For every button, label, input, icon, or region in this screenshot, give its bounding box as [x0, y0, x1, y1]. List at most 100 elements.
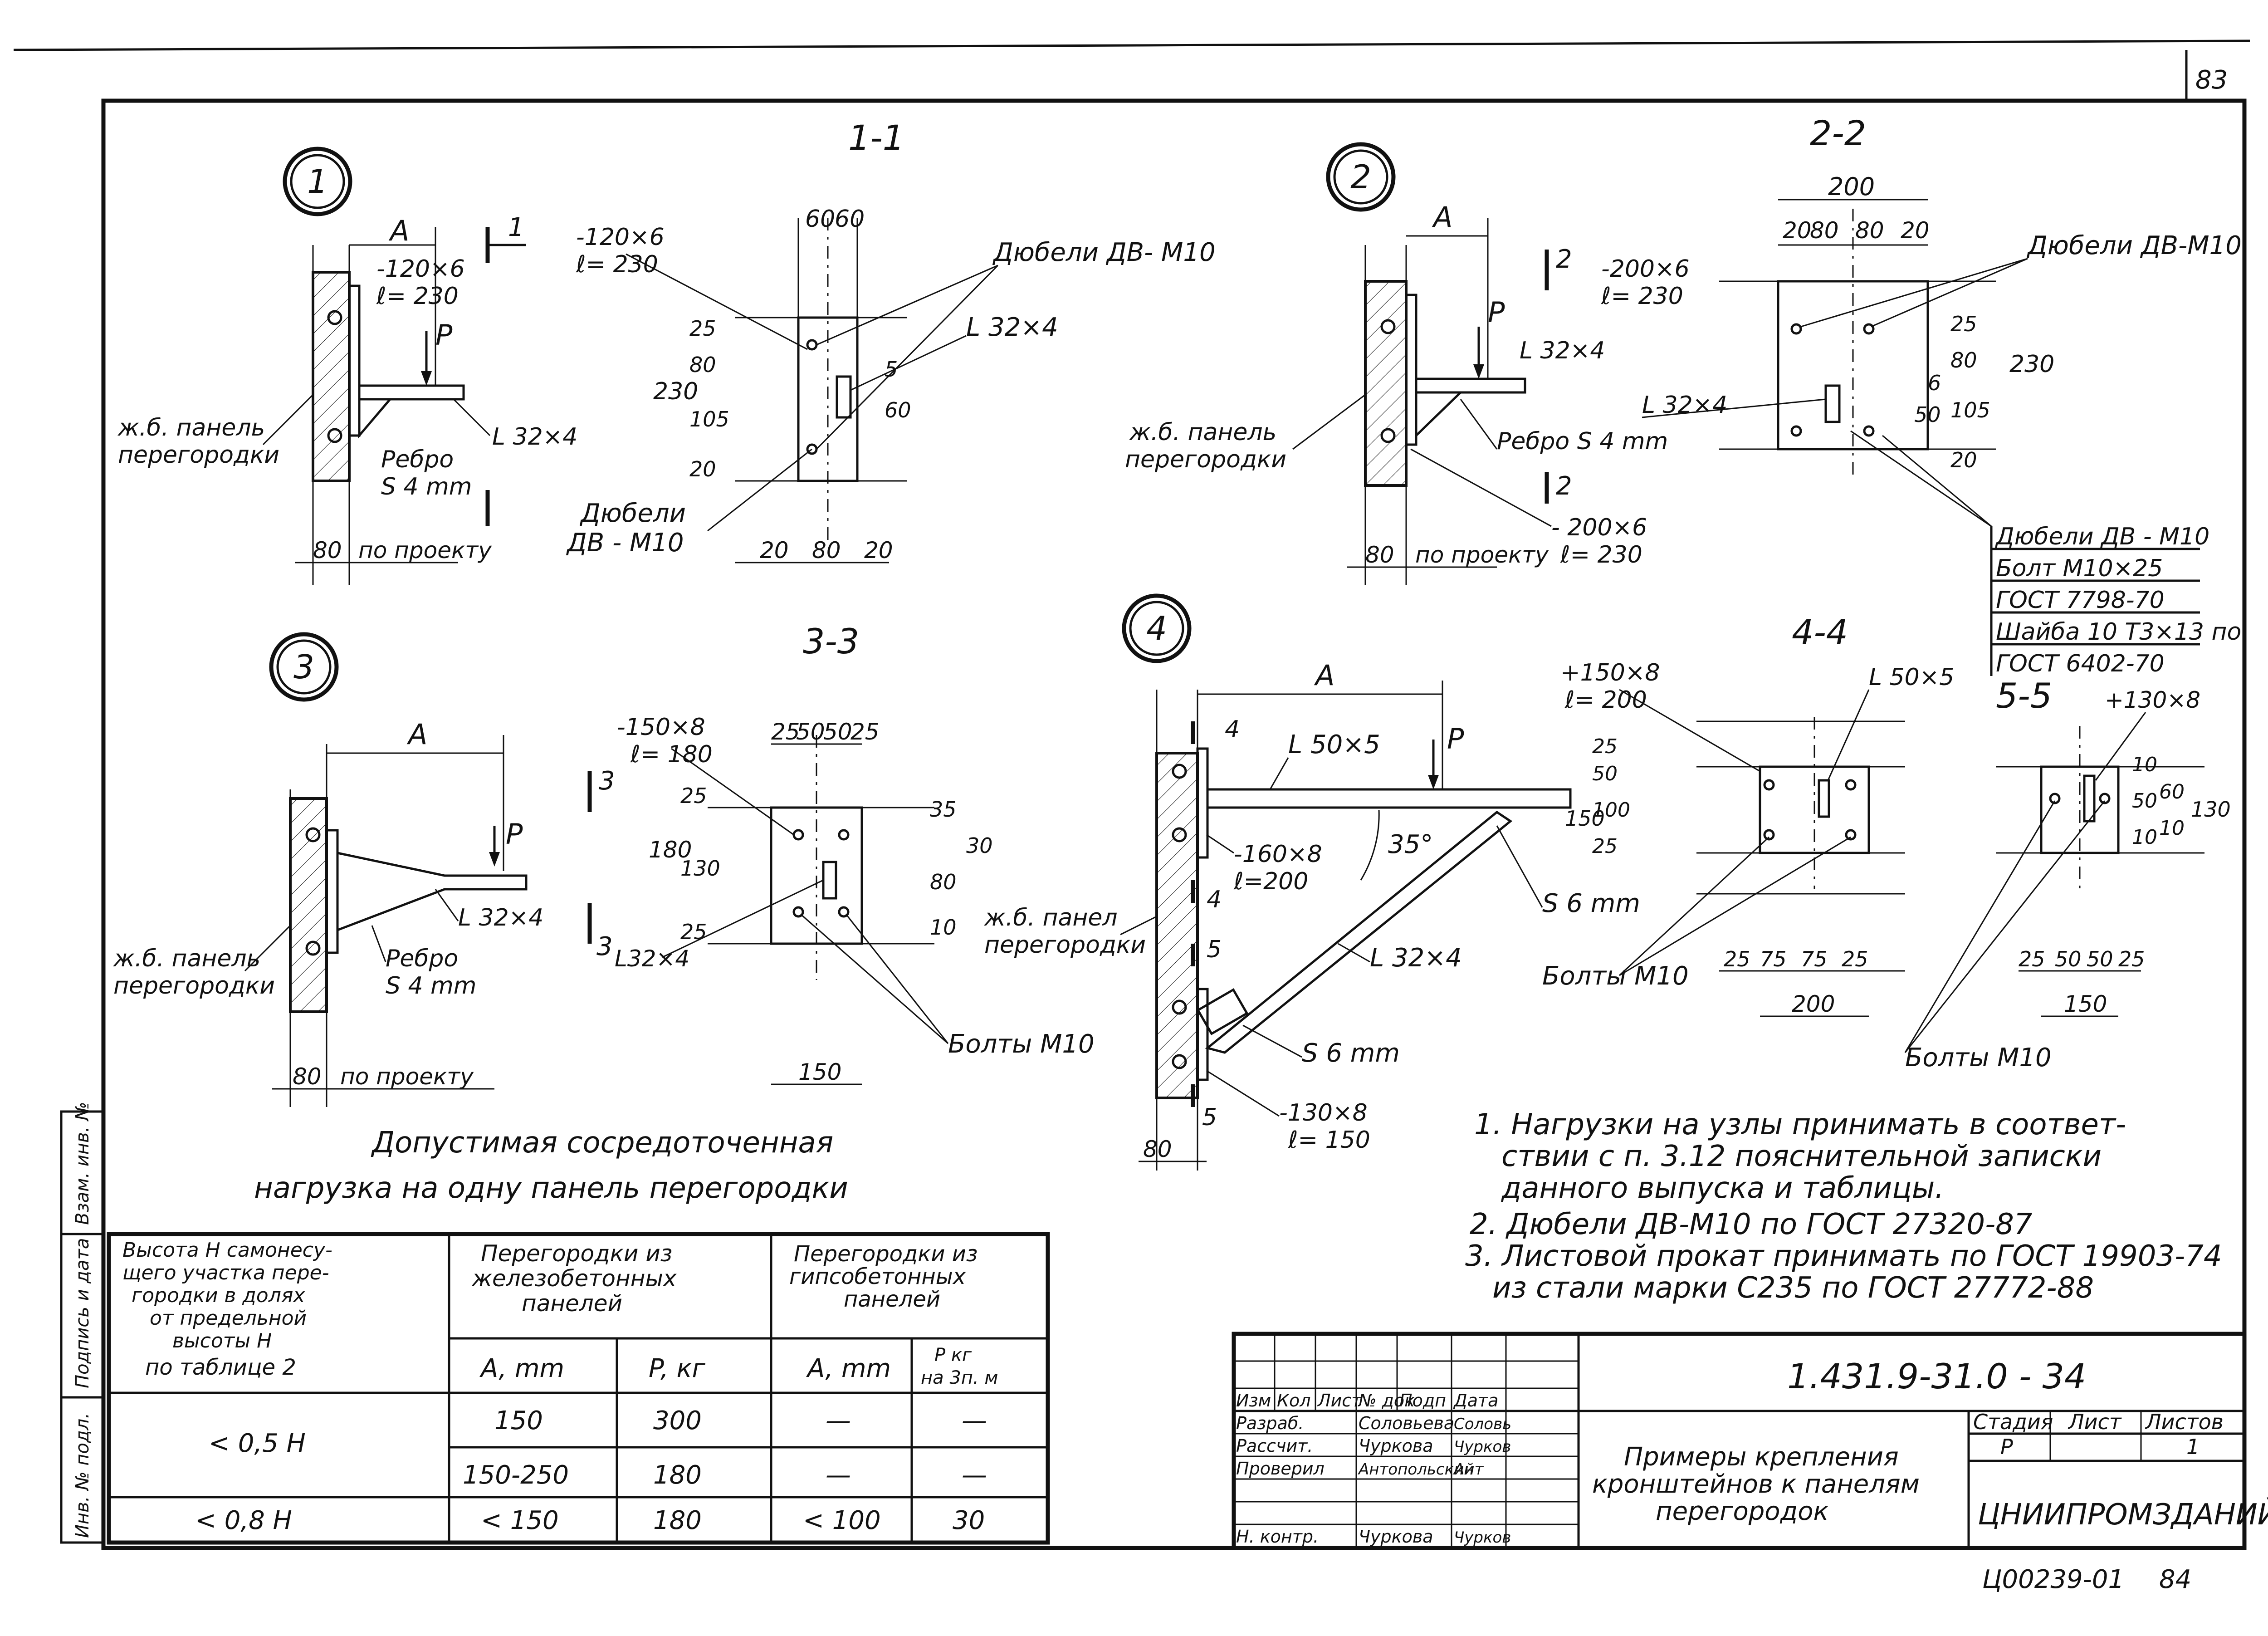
svg-text:25: 25	[1724, 947, 1750, 971]
detail-3: 3 3-3 A P L 32×4 ж.б. панель перегородки…	[113, 621, 1095, 1107]
svg-text:Антопольский: Антопольский	[1358, 1460, 1474, 1479]
angle-bracket-1	[358, 384, 465, 401]
svg-text:50: 50	[823, 719, 852, 745]
svg-text:50: 50	[2087, 947, 2113, 971]
svg-text:Н. контр.: Н. контр.	[1236, 1527, 1319, 1547]
svg-text:80: 80	[930, 870, 957, 894]
svg-text:P: P	[506, 818, 523, 851]
svg-text:S 4 mm: S 4 mm	[381, 473, 472, 500]
svg-text:Перегородки из: Перегородки из	[481, 1240, 672, 1267]
svg-text:+130×8: +130×8	[2105, 687, 2200, 713]
svg-text:A: A	[1314, 659, 1334, 692]
svg-text:A, mm: A, mm	[479, 1354, 564, 1383]
svg-text:высоты Н: высоты Н	[172, 1329, 272, 1352]
wall-panel-2	[1364, 280, 1408, 487]
svg-text:30: 30	[953, 1506, 985, 1535]
svg-text:80: 80	[1143, 1136, 1172, 1162]
fastener-notes: Дюбели ДВ - М10 Болт М10×25 ГОСТ 7798-70…	[1850, 430, 2241, 677]
svg-text:L 50×5: L 50×5	[1288, 730, 1380, 759]
svg-text:60: 60	[805, 206, 835, 233]
svg-text:Дюбели ДВ- М10: Дюбели ДВ- М10	[992, 238, 1216, 267]
svg-text:Р: Р	[2000, 1435, 2013, 1459]
svg-text:130: 130	[680, 856, 720, 881]
svg-text:S 6 mm: S 6 mm	[1542, 889, 1640, 918]
svg-text:Взам. инв. №: Взам. инв. №	[72, 1102, 93, 1225]
detail-2: 2 2-2 A P 2 -200×6 ℓ= 230 L 32×4 Ребро S…	[1125, 113, 2242, 677]
svg-text:—: —	[826, 1406, 851, 1435]
svg-text:50: 50	[1914, 402, 1941, 427]
svg-text:5: 5	[1202, 1104, 1217, 1131]
svg-text:по проекту: по проекту	[358, 537, 492, 563]
svg-text:20: 20	[864, 537, 893, 563]
svg-text:Дюбели: Дюбели	[579, 499, 686, 528]
svg-text:180: 180	[653, 1506, 702, 1535]
svg-text:25: 25	[1950, 312, 1977, 336]
svg-text:10: 10	[2132, 753, 2157, 776]
svg-text:50: 50	[796, 719, 825, 745]
svg-text:60: 60	[885, 398, 911, 422]
svg-text:Лист: Лист	[1317, 1391, 1362, 1411]
svg-text:35°: 35°	[1388, 830, 1433, 859]
svg-text:—: —	[962, 1406, 987, 1435]
svg-text:150-250: 150-250	[463, 1460, 569, 1490]
svg-text:по таблице 2: по таблице 2	[145, 1355, 296, 1380]
svg-text:75: 75	[1801, 947, 1828, 971]
svg-text:5: 5	[1207, 936, 1222, 963]
svg-text:-160×8: -160×8	[1234, 841, 1322, 868]
svg-text:150: 150	[494, 1406, 543, 1435]
svg-text:50: 50	[2055, 947, 2082, 971]
svg-text:25: 25	[680, 920, 707, 944]
svg-text:Болт М10×25: Болт М10×25	[1996, 555, 2163, 582]
svg-text:ℓ= 200: ℓ= 200	[1564, 686, 1647, 714]
svg-text:L 32×4: L 32×4	[492, 423, 577, 451]
svg-text:P: P	[1447, 722, 1464, 755]
svg-text:кронштейнов к панелям: кронштейнов к панелям	[1592, 1469, 1920, 1499]
svg-text:щего участка пере-: щего участка пере-	[122, 1261, 329, 1284]
svg-text:ж.б. панель: ж.б. панель	[117, 414, 265, 441]
svg-text:10: 10	[2159, 817, 2185, 840]
wall-panel-4	[1155, 752, 1199, 1099]
svg-text:20: 20	[760, 537, 789, 563]
svg-text:панелей: панелей	[522, 1290, 622, 1317]
svg-text:ℓ= 180: ℓ= 180	[630, 741, 713, 768]
svg-text:230: 230	[653, 378, 698, 405]
svg-text:1. Нагрузки на узлы принимать: 1. Нагрузки на узлы принимать в соответ-	[1474, 1108, 2126, 1141]
svg-text:Изм: Изм	[1236, 1391, 1271, 1411]
svg-text:Соловь: Соловь	[1454, 1415, 1511, 1433]
svg-text:-150×8: -150×8	[617, 714, 705, 741]
svg-text:Дюбели ДВ - М10: Дюбели ДВ - М10	[1995, 523, 2209, 550]
svg-text:P: P	[435, 318, 453, 352]
svg-text:25: 25	[850, 719, 880, 745]
svg-text:- 200×6: - 200×6	[1551, 514, 1647, 541]
svg-text:-120×6: -120×6	[576, 224, 665, 251]
svg-text:A: A	[388, 214, 409, 247]
svg-text:P: P	[1488, 296, 1505, 329]
svg-text:25: 25	[771, 719, 800, 745]
svg-text:50: 50	[2132, 789, 2157, 813]
section-3-3-title: 3-3	[803, 621, 859, 661]
svg-text:4: 4	[1207, 886, 1222, 913]
svg-text:180: 180	[653, 1460, 702, 1490]
svg-text:перегородок: перегородок	[1656, 1497, 1829, 1526]
svg-text:60: 60	[2159, 780, 2185, 803]
svg-text:ж.б. панел: ж.б. панел	[984, 904, 1118, 931]
svg-text:A, mm: A, mm	[806, 1354, 891, 1383]
svg-text:Ребро: Ребро	[386, 945, 458, 972]
general-notes: 1. Нагрузки на узлы принимать в соответ-…	[1465, 1108, 2222, 1305]
svg-text:ℓ= 230: ℓ= 230	[576, 251, 658, 278]
detail-4: 4 4-4 5-5 35° A P L 50×5 4 4 5 5 -160×8 …	[984, 593, 2231, 1171]
detail-1-number: 1	[307, 162, 328, 201]
svg-text:№ док: № док	[1358, 1391, 1415, 1411]
svg-text:L 32×4: L 32×4	[966, 313, 1058, 342]
svg-text:3: 3	[293, 648, 314, 686]
svg-text:105: 105	[1950, 398, 1990, 422]
svg-text:-120×6: -120×6	[376, 255, 465, 283]
detail-1-marker	[283, 147, 352, 216]
svg-text:L 32×4: L 32×4	[1370, 943, 1462, 973]
svg-text:< 0,5 H: < 0,5 H	[209, 1429, 306, 1458]
svg-text:—: —	[826, 1460, 851, 1490]
load-table: Допустимая сосредоточенная нагрузка на о…	[107, 1126, 1050, 1545]
svg-text:80: 80	[1950, 348, 1977, 372]
svg-text:10: 10	[2132, 826, 2157, 849]
